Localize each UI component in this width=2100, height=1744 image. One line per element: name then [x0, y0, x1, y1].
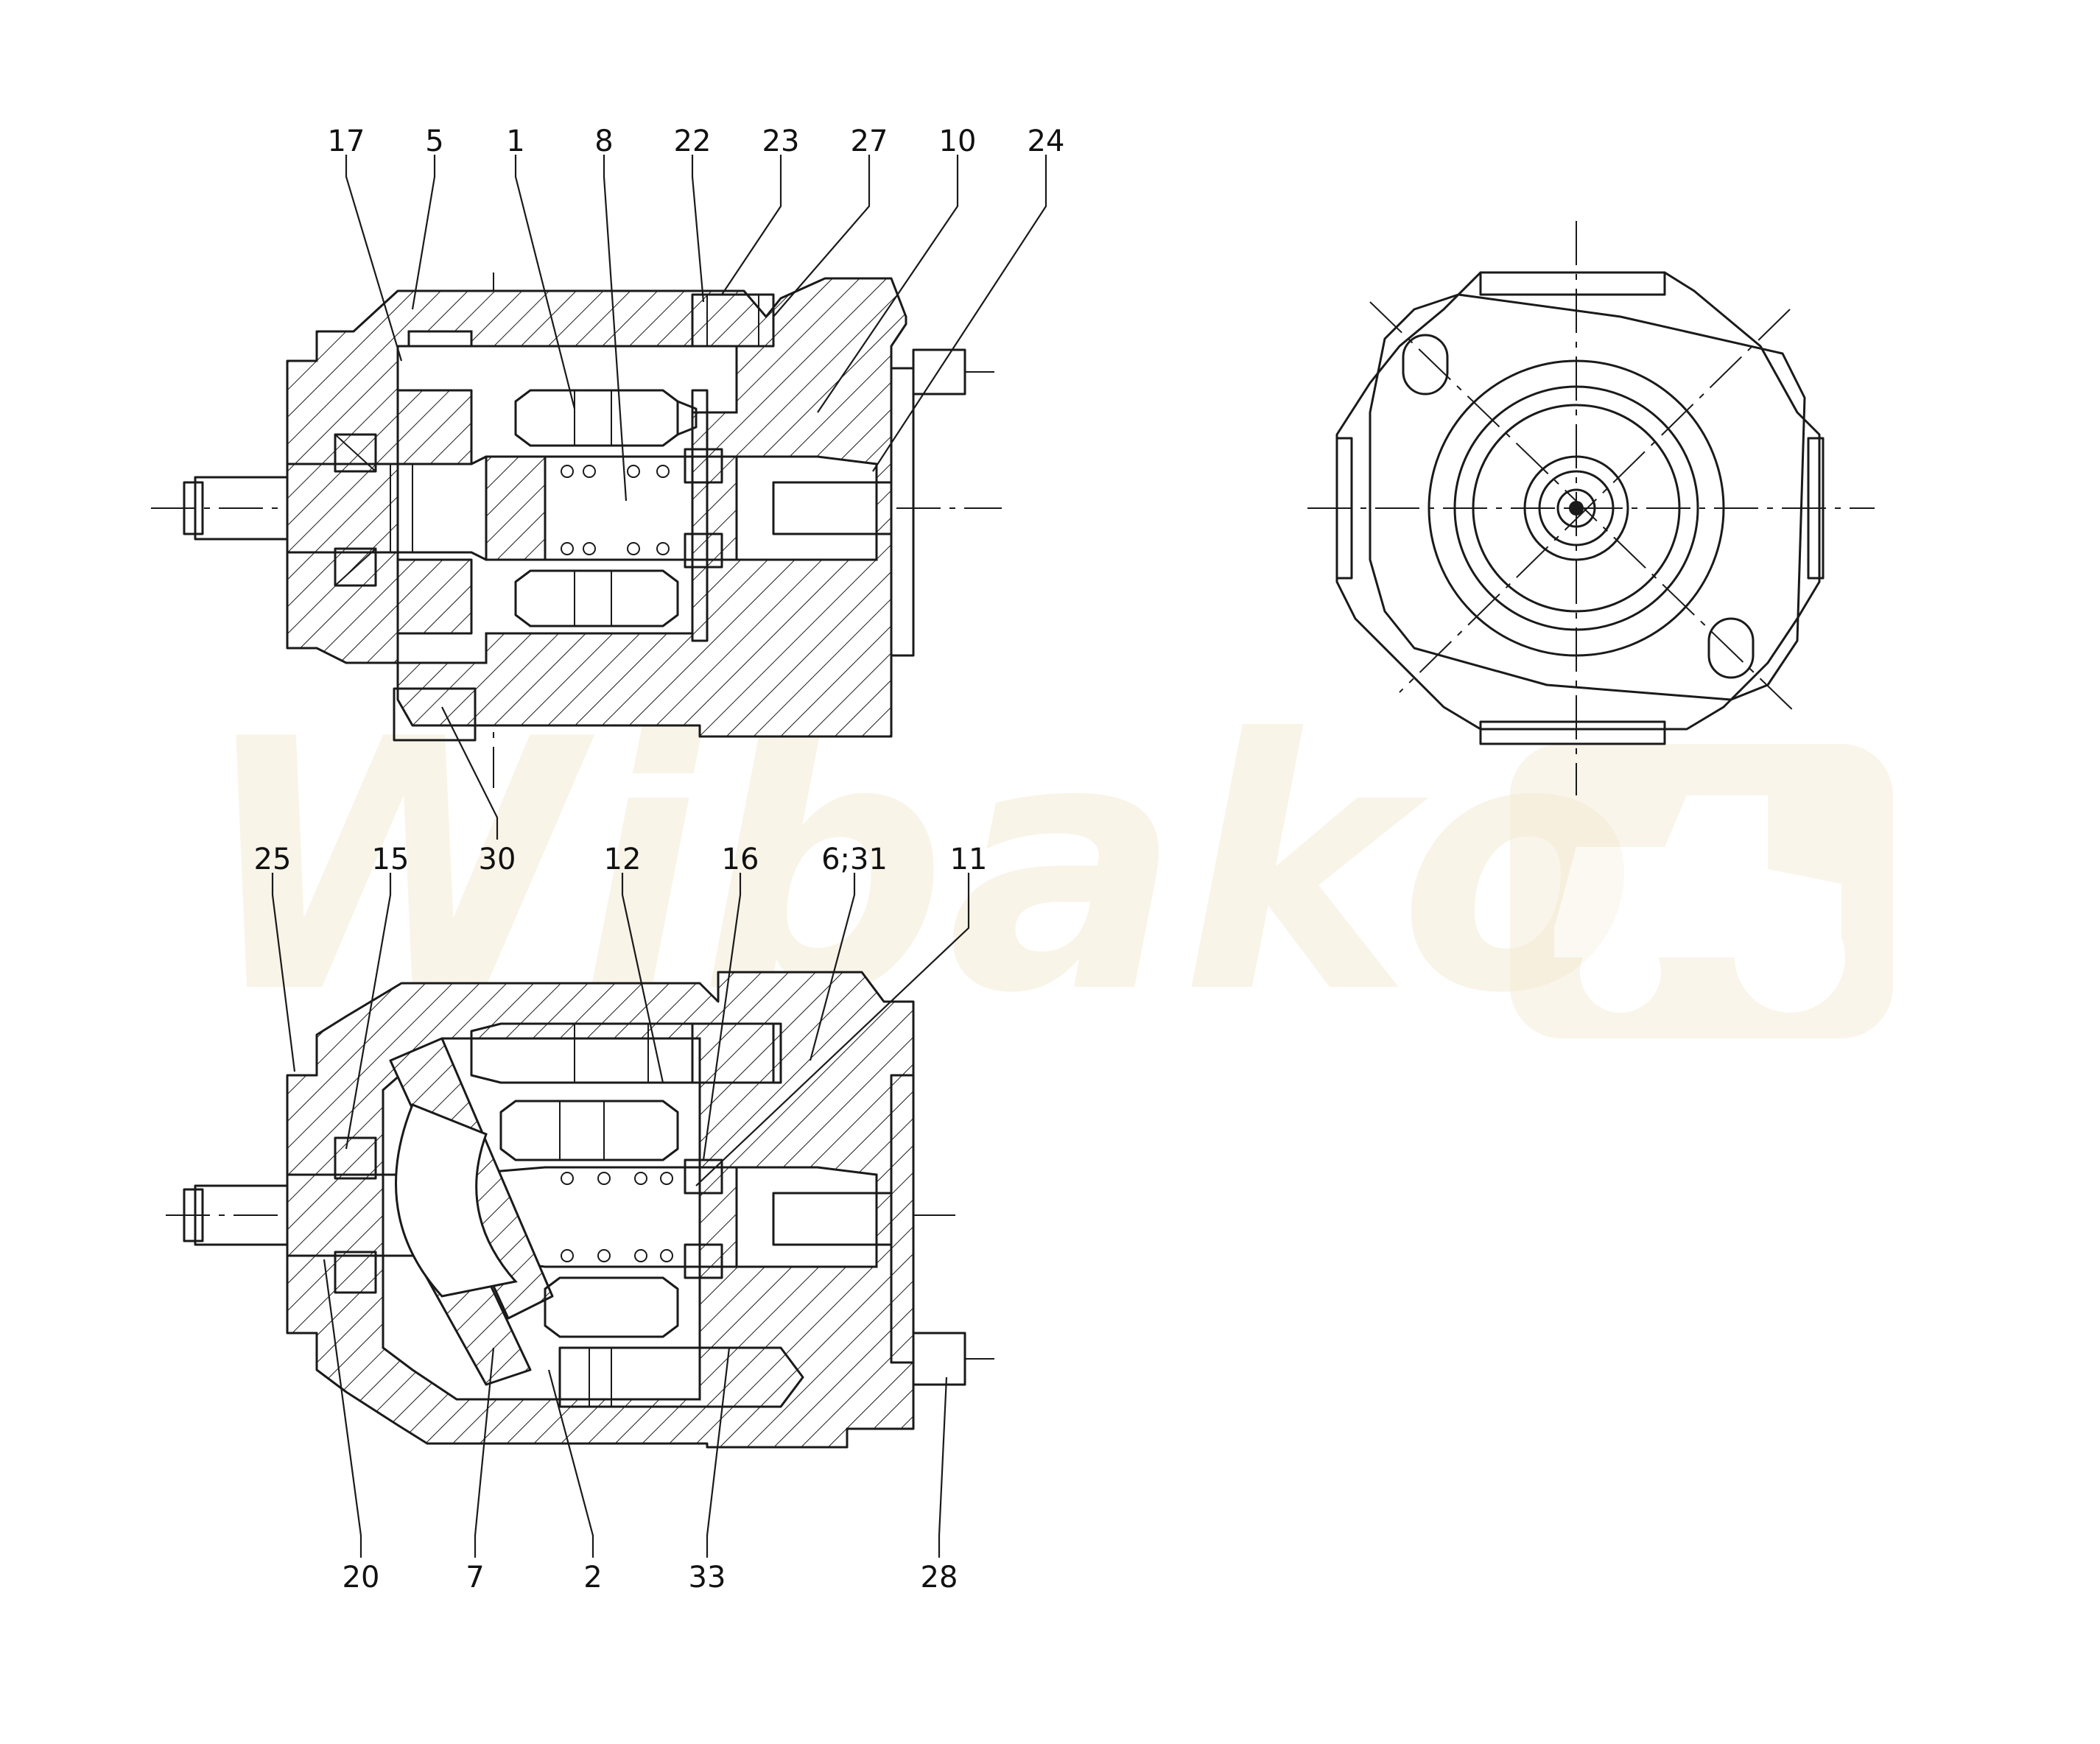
- callout-28: 28: [921, 1561, 958, 1594]
- bottom-section-view: 25 15 12 16 6;31 11 20 7 2 33 28: [166, 843, 994, 1594]
- callout-15: 15: [372, 843, 410, 876]
- callout-24: 24: [1028, 124, 1065, 158]
- callout-25: 25: [254, 843, 292, 876]
- callout-17: 17: [328, 124, 365, 158]
- tractor-icon: [1510, 744, 1893, 1038]
- callout-10: 10: [939, 124, 977, 158]
- callout-6-31: 6;31: [821, 843, 888, 876]
- end-view: [1307, 221, 1875, 795]
- callout-11: 11: [950, 843, 988, 876]
- top-section-view: 17 5 1 8 22 23 27 10 24 30: [151, 124, 1064, 876]
- callout-8: 8: [594, 124, 613, 158]
- callout-7: 7: [466, 1561, 484, 1594]
- callout-22: 22: [674, 124, 712, 158]
- callout-23: 23: [762, 124, 800, 158]
- callout-30: 30: [479, 843, 516, 876]
- callout-1: 1: [506, 124, 524, 158]
- callout-33: 33: [689, 1561, 726, 1594]
- callout-20: 20: [343, 1561, 380, 1594]
- callout-5: 5: [425, 124, 443, 158]
- callout-12: 12: [604, 843, 642, 876]
- callout-2: 2: [583, 1561, 602, 1594]
- callout-16: 16: [722, 843, 759, 876]
- callout-27: 27: [851, 124, 888, 158]
